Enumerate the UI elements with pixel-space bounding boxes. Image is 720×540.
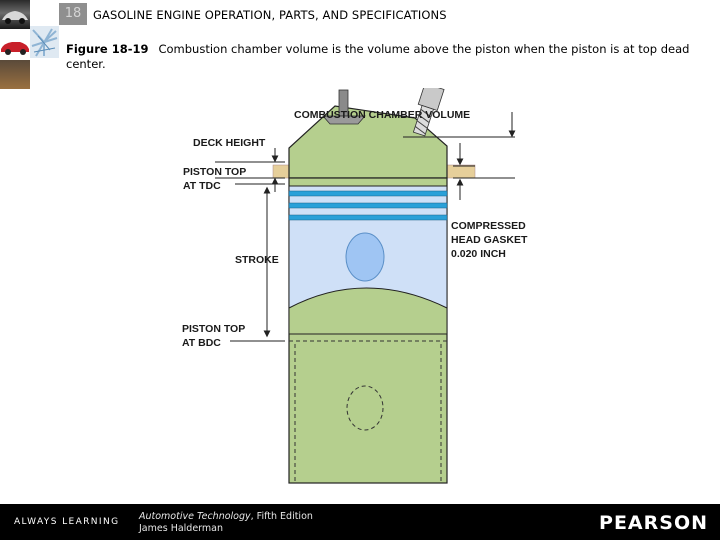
head-gasket-left: [272, 164, 290, 179]
caption-text: Combustion chamber volume is the volume …: [66, 42, 690, 71]
label-deck-height: DECK HEIGHT: [193, 137, 266, 149]
label-gasket: HEAD GASKET: [451, 234, 528, 246]
label-gasket: 0.020 INCH: [451, 248, 506, 260]
bdc-piston-outline: [294, 344, 442, 483]
bdc-pin-outline: [346, 385, 384, 431]
ice-crystal-image: [30, 26, 59, 58]
label-piston-top-bdc: AT BDC: [182, 337, 221, 349]
piston-skirt: [288, 287, 448, 335]
label-piston-top-tdc: PISTON TOP: [183, 166, 246, 178]
chapter-title: GASOLINE ENGINE OPERATION, PARTS, AND SP…: [93, 8, 447, 22]
label-stroke: STROKE: [235, 254, 279, 266]
valve: [322, 89, 366, 125]
label-combustion-chamber-volume: COMBUSTION CHAMBER VOLUME: [294, 109, 470, 121]
figure-label: Figure 18-19: [66, 42, 149, 56]
combustion-chamber-diagram: COMBUSTION CHAMBER VOLUME DECK HEIGHT PI…: [175, 82, 550, 486]
head-gasket-right: [446, 164, 476, 179]
footer-bar: ALWAYS LEARNING Automotive Technology, F…: [0, 504, 720, 540]
book-info: Automotive Technology, Fifth Edition Jam…: [139, 511, 313, 535]
piston: [288, 185, 448, 335]
red-car-thumbnail-image: [0, 30, 30, 59]
car-thumbnail-image: [0, 60, 30, 89]
chapter-number: 18: [59, 3, 87, 25]
car-thumbnail-image: [0, 0, 30, 29]
header-thumbnails: [0, 0, 30, 90]
footer-tagline: ALWAYS LEARNING: [14, 517, 120, 527]
piston-ring: [288, 214, 448, 221]
piston-pin: [345, 232, 385, 282]
book-edition: , Fifth Edition: [250, 511, 313, 522]
book-title: Automotive Technology: [139, 511, 251, 522]
piston-ring: [288, 202, 448, 209]
label-piston-top-tdc: AT TDC: [183, 180, 221, 192]
publisher-logo: PEARSON: [599, 512, 708, 534]
piston-ring: [288, 190, 448, 197]
book-author: James Halderman: [139, 523, 224, 534]
label-piston-top-bdc: PISTON TOP: [182, 323, 245, 335]
label-gasket: COMPRESSED: [451, 220, 526, 232]
